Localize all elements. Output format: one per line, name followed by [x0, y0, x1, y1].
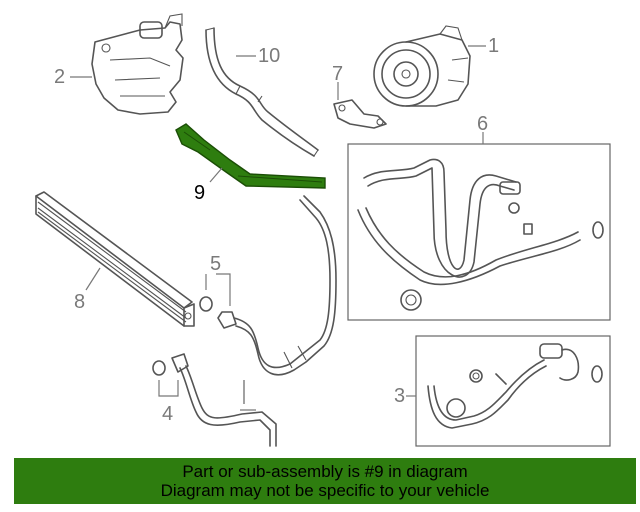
callout-10: 10: [258, 45, 280, 67]
pressure-line-highlighted[interactable]: [175, 123, 326, 189]
oil-cooler-part[interactable]: [35, 191, 195, 327]
callout-6: 6: [477, 113, 488, 135]
callout-3: 3: [394, 385, 405, 407]
line-kit-box[interactable]: [415, 335, 611, 447]
hose-assembly-box[interactable]: [347, 143, 611, 321]
cooler-return-line-part[interactable]: [152, 353, 277, 447]
callout-8: 8: [74, 291, 85, 313]
cooler-line-part[interactable]: [199, 195, 337, 376]
return-hose-part[interactable]: [205, 27, 319, 157]
callout-2: 2: [54, 66, 65, 88]
power-steering-pump-part[interactable]: [373, 25, 471, 107]
info-banner: Part or sub-assembly is #9 in diagram Di…: [14, 458, 636, 504]
callout-9: 9: [194, 182, 205, 204]
callout-7: 7: [332, 63, 343, 85]
banner-line-1: Part or sub-assembly is #9 in diagram: [182, 462, 468, 481]
callout-4: 4: [162, 403, 173, 425]
banner-line-2: Diagram may not be specific to your vehi…: [160, 481, 490, 500]
callout-5: 5: [210, 253, 221, 275]
reservoir-part[interactable]: [91, 13, 184, 115]
bracket-part[interactable]: [333, 99, 387, 129]
callout-1: 1: [488, 35, 499, 57]
